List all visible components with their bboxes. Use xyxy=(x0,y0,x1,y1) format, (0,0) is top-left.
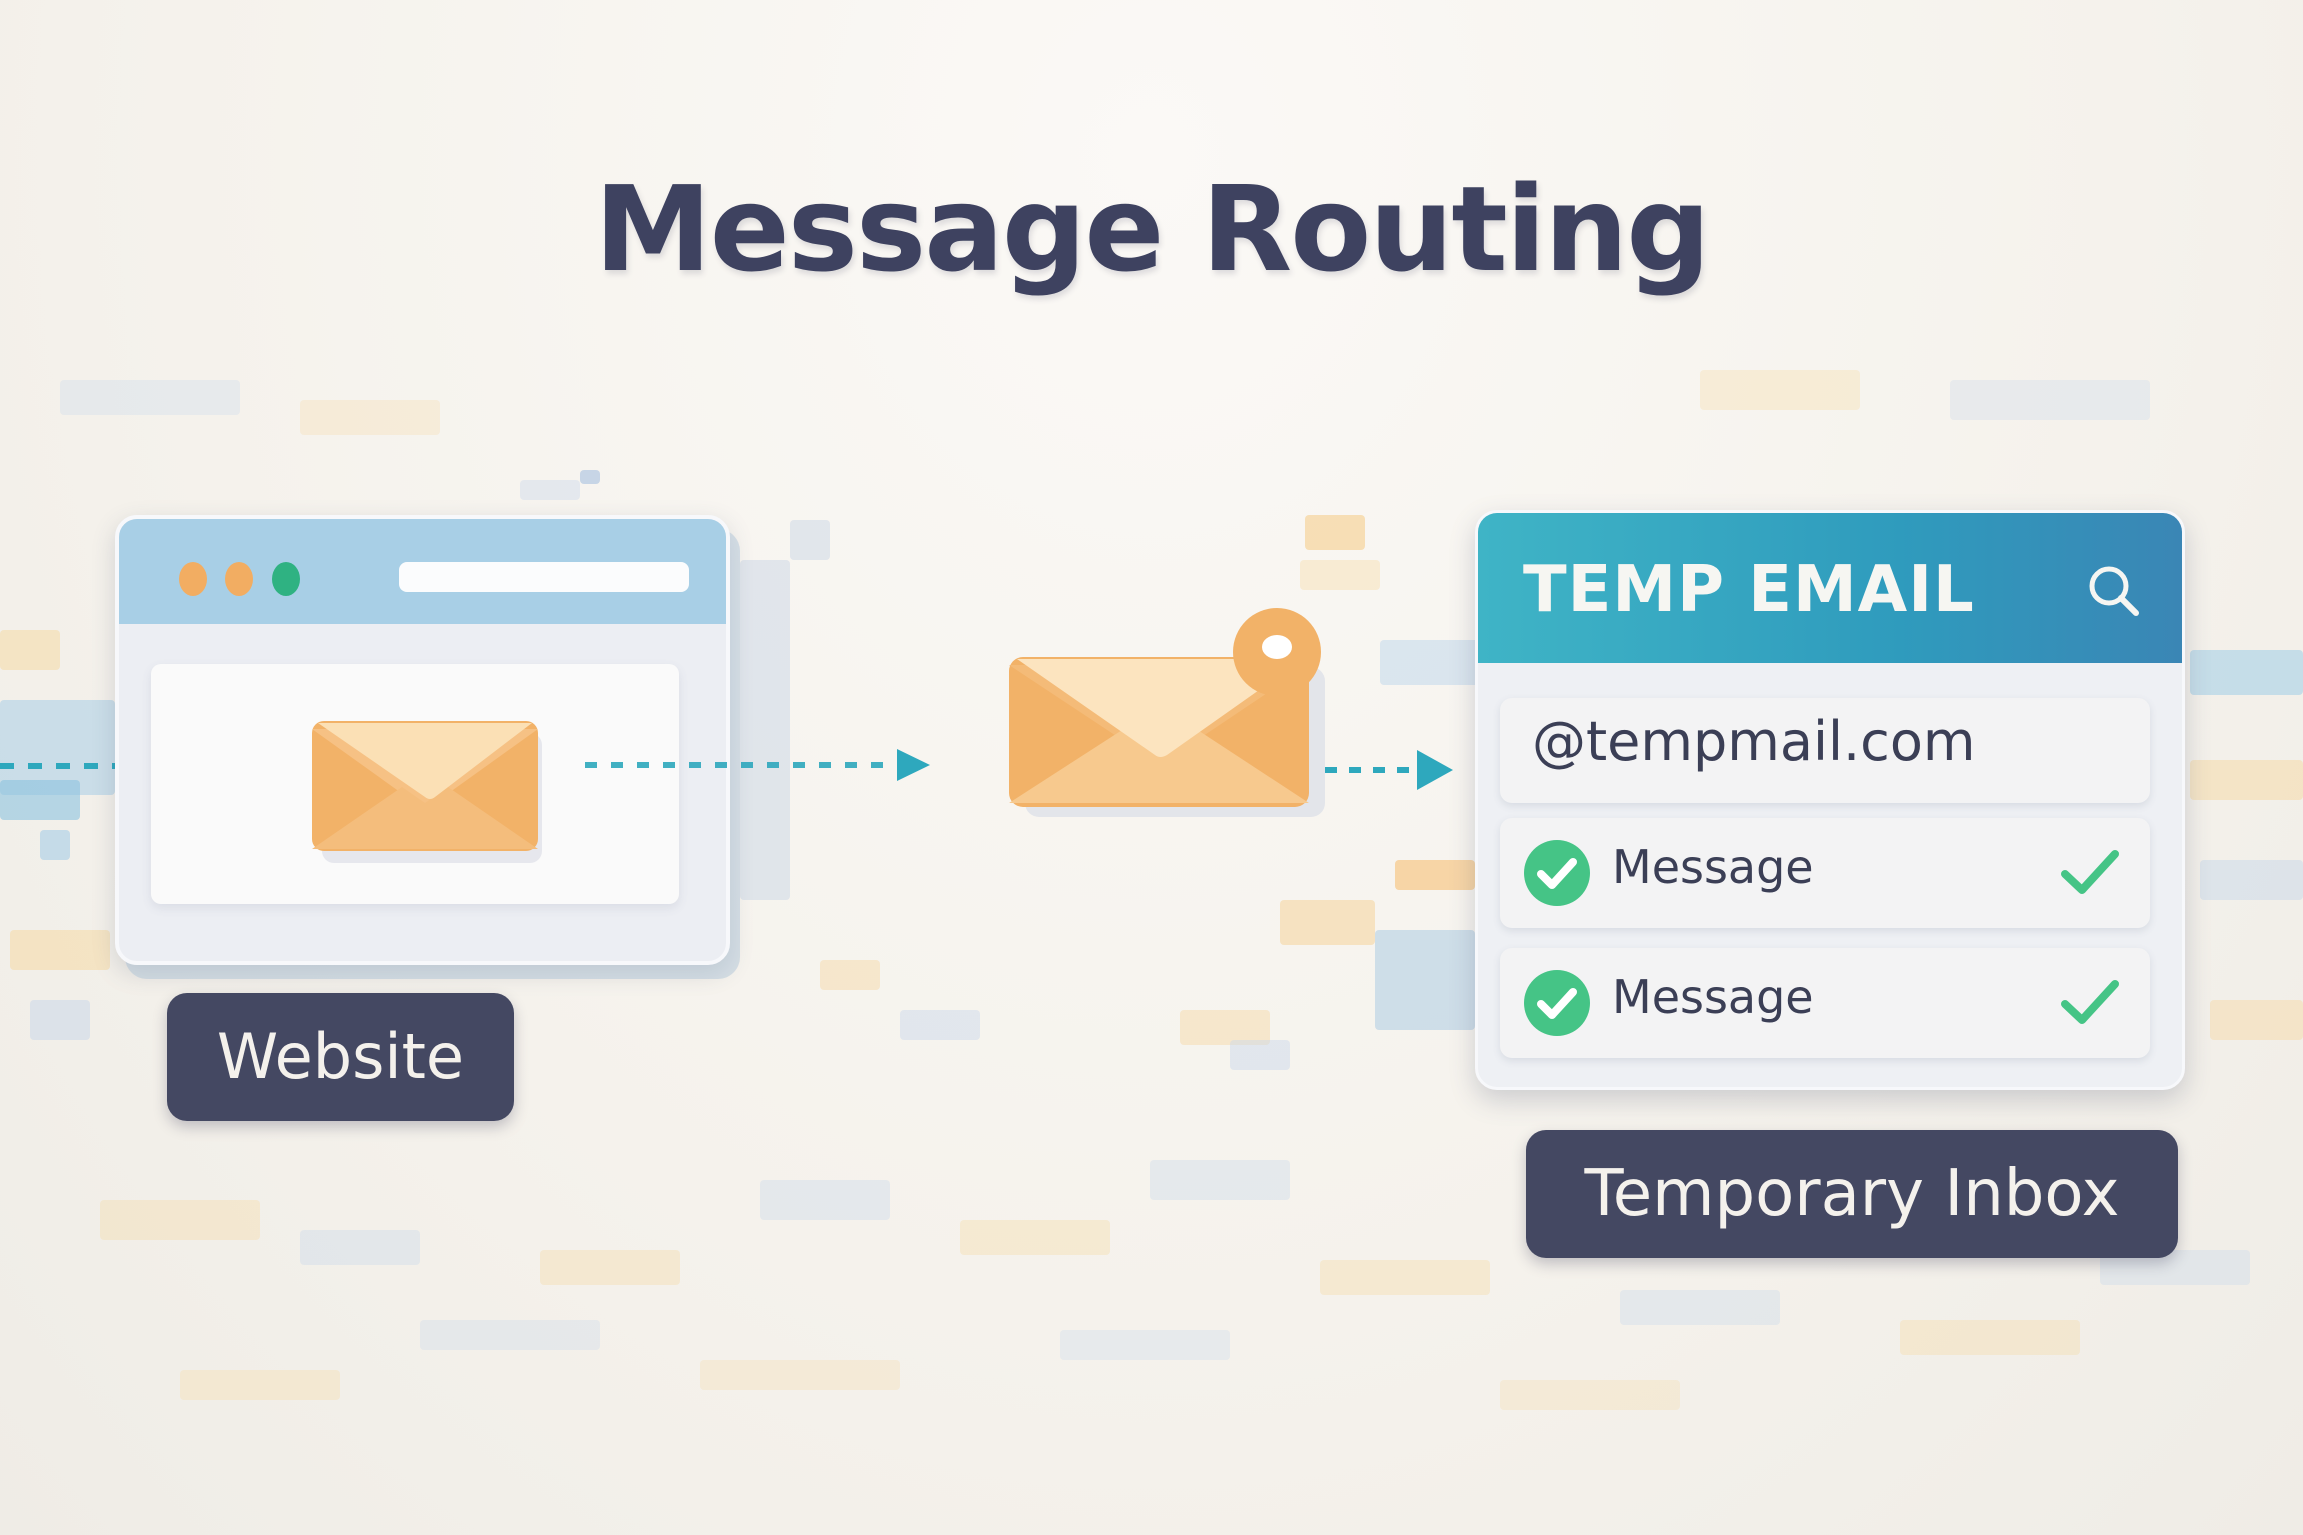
checkmark-icon xyxy=(2061,980,2119,1024)
address-bar xyxy=(399,562,689,592)
email-address-field[interactable]: @tempmail.com xyxy=(1500,698,2150,803)
email-address-text: @tempmail.com xyxy=(1532,710,1976,773)
page-title: Message Routing xyxy=(594,160,1710,298)
message-label: Message xyxy=(1612,840,1814,894)
arrow-website-to-transit-icon xyxy=(585,749,930,781)
message-label: Message xyxy=(1612,970,1814,1024)
envelope-icon xyxy=(312,721,542,863)
notification-dot-icon xyxy=(1233,608,1321,696)
envelope-notification-icon xyxy=(1009,608,1325,817)
message-list-item[interactable]: Message xyxy=(1500,818,2150,928)
check-circle-icon xyxy=(1524,970,1590,1036)
message-list-item[interactable]: Message xyxy=(1500,948,2150,1058)
temp-email-panel: TEMP EMAIL @tempmail.com Message Message xyxy=(1475,510,2185,1090)
panel-header: TEMP EMAIL xyxy=(1478,513,2182,663)
window-dot-3-icon xyxy=(272,562,300,596)
checkmark-icon xyxy=(2061,850,2119,894)
check-circle-icon xyxy=(1524,840,1590,906)
panel-title: TEMP EMAIL xyxy=(1523,553,1975,627)
arrow-transit-to-inbox-icon xyxy=(1325,750,1453,790)
window-dot-2-icon xyxy=(225,562,253,596)
website-label: Website xyxy=(167,993,514,1121)
temporary-inbox-label: Temporary Inbox xyxy=(1526,1130,2178,1258)
browser-title-bar xyxy=(119,519,726,624)
window-dot-1-icon xyxy=(179,562,207,596)
incoming-dashed-line xyxy=(0,763,115,769)
search-icon[interactable] xyxy=(2084,561,2144,621)
